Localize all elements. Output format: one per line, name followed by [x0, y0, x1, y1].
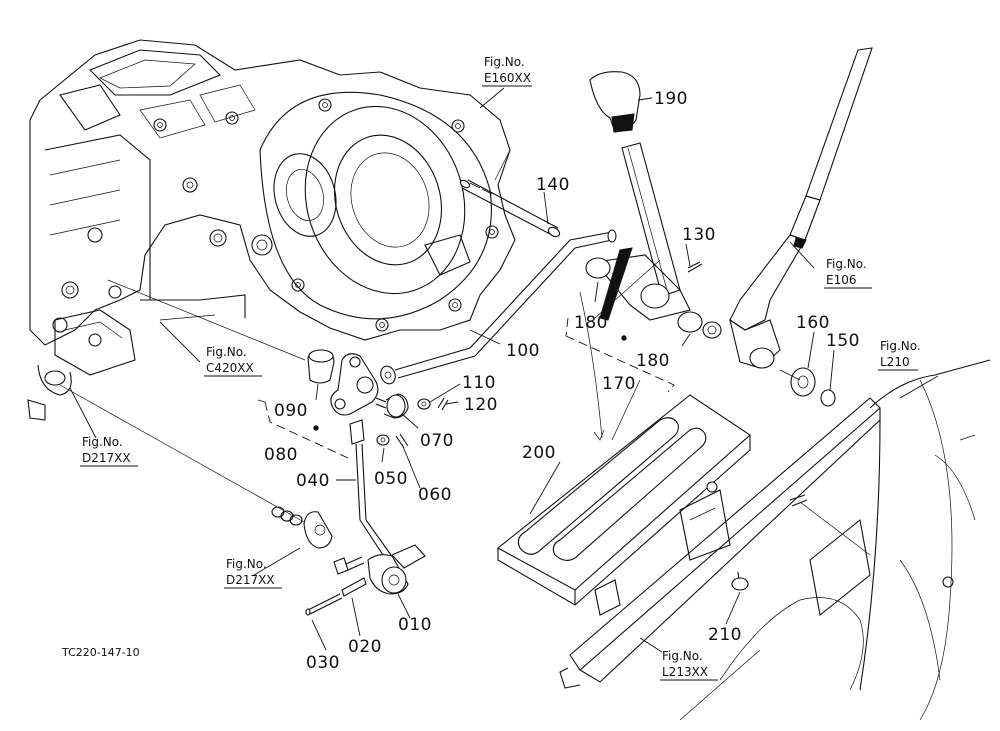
- part-label-160: 160: [796, 313, 830, 333]
- svg-text:Fig.No.: Fig.No.: [662, 649, 703, 663]
- part-label-200: 200: [522, 443, 556, 463]
- svg-text:Fig.No.: Fig.No.: [826, 257, 867, 271]
- part-label-060: 060: [418, 485, 452, 505]
- part-label-030: 030: [306, 653, 340, 673]
- svg-text:E106: E106: [826, 273, 857, 287]
- part-label-180-left: 180: [574, 313, 608, 333]
- lever-assembly-170: [585, 71, 722, 339]
- part-label-070: 070: [420, 431, 454, 451]
- svg-text:E160XX: E160XX: [484, 71, 531, 85]
- part-number-labels: 190 140 130 180 180 170 100 160 150 110 …: [264, 89, 860, 673]
- part-label-040: 040: [296, 471, 330, 491]
- svg-text:Fig.No.: Fig.No.: [880, 339, 921, 353]
- part-label-050: 050: [374, 469, 408, 489]
- svg-text:Fig.No.: Fig.No.: [226, 557, 267, 571]
- part-label-110: 110: [462, 373, 496, 393]
- part-label-140: 140: [536, 175, 570, 195]
- part-label-090: 090: [274, 401, 308, 421]
- part-label-080: 080: [264, 445, 298, 465]
- part-label-020: 020: [348, 637, 382, 657]
- part-label-130: 130: [682, 225, 716, 245]
- svg-text:D217XX: D217XX: [82, 451, 131, 465]
- svg-text:C420XX: C420XX: [206, 361, 254, 375]
- fig-ref-d217-upper[interactable]: Fig.No. D217XX: [80, 435, 138, 467]
- part-label-100: 100: [506, 341, 540, 361]
- fig-ref-d217-lower[interactable]: Fig.No. D217XX: [224, 557, 282, 589]
- drawing-code: TC220-147-10: [61, 646, 140, 659]
- part-label-180-right: 180: [636, 351, 670, 371]
- figure-references: Fig.No. E160XX Fig.No. E106 Fig.No. L210…: [80, 55, 921, 681]
- part-label-210: 210: [708, 625, 742, 645]
- fig-ref-l213[interactable]: Fig.No. L213XX: [660, 649, 718, 681]
- linkage-parts: [271, 349, 449, 616]
- lever-e106: [729, 47, 873, 407]
- shaft-140: [459, 179, 561, 238]
- fig-ref-l210[interactable]: Fig.No. L210: [878, 339, 921, 371]
- fig-ref-e106[interactable]: Fig.No. E106: [824, 257, 872, 289]
- transmission-housing: [27, 39, 516, 421]
- rod-100: [380, 229, 617, 385]
- svg-text:Fig.No.: Fig.No.: [82, 435, 123, 449]
- svg-text:Fig.No.: Fig.No.: [484, 55, 525, 69]
- part-label-170: 170: [602, 374, 636, 394]
- fig-ref-e160[interactable]: Fig.No. E160XX: [482, 55, 532, 87]
- leader-lines: [59, 87, 939, 653]
- floor-frame: [559, 359, 991, 721]
- svg-text:L213XX: L213XX: [662, 665, 708, 679]
- svg-text:Fig.No.: Fig.No.: [206, 345, 247, 359]
- part-label-120: 120: [464, 395, 498, 415]
- part-label-150: 150: [826, 331, 860, 351]
- svg-text:D217XX: D217XX: [226, 573, 275, 587]
- pedal-plate-200: [497, 394, 751, 606]
- svg-text:L210: L210: [880, 355, 910, 369]
- part-label-190: 190: [654, 89, 688, 109]
- fig-ref-c420[interactable]: Fig.No. C420XX: [204, 345, 262, 377]
- part-label-010: 010: [398, 615, 432, 635]
